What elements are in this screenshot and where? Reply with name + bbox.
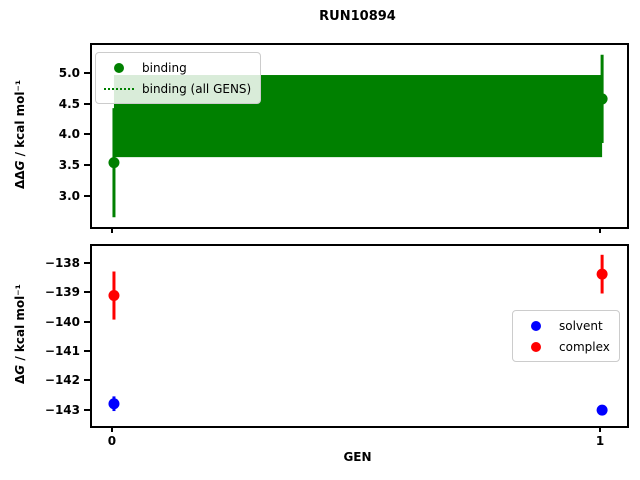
top-ylabel-units: / kcal mol⁻¹ (13, 79, 27, 161)
y-tick-mark (84, 350, 90, 352)
x-tick-mark (110, 227, 113, 233)
y-tick-label: −139 (44, 285, 80, 300)
y-tick-mark (84, 194, 90, 197)
y-tick-label: 4.5 (58, 96, 80, 111)
y-tick-label: −141 (44, 344, 80, 358)
legend-entry-complex: complex (519, 336, 610, 357)
data-point-solvent (108, 398, 120, 410)
y-tick-label: 3.5 (58, 157, 80, 172)
y-tick-mark (84, 262, 90, 265)
y-tick-label: −142 (44, 373, 80, 388)
binding-dot-icon (114, 62, 124, 73)
legend-label-complex: complex (559, 339, 610, 354)
y-tick-mark (84, 133, 90, 136)
legend-label-binding: binding (142, 60, 187, 75)
bottom-plot-canvas (108, 254, 608, 416)
legend-label-binding-all-gens: binding (all GENS) (142, 81, 252, 96)
data-point-binding (596, 93, 608, 105)
solvent-dot-icon (531, 320, 541, 331)
x-tick-mark (599, 227, 602, 233)
x-tick-mark (599, 426, 602, 432)
legend-handle (102, 62, 136, 73)
x-tick-label: 0 (107, 434, 117, 448)
top-legend: binding binding (all GENS) (95, 52, 262, 104)
y-tick-label: 3.0 (58, 188, 80, 203)
data-point-complex (108, 290, 120, 302)
x-tick-label: 1 (595, 434, 605, 448)
x-axis-label: GEN (343, 450, 372, 464)
bottom-y-axis-label: ΔG / kcal mol⁻¹ (10, 244, 30, 424)
y-tick-label: 5.0 (58, 66, 80, 81)
dotted-line-icon (104, 87, 134, 90)
y-tick-label: −143 (44, 402, 80, 417)
top-axes: binding binding (all GENS) (90, 43, 629, 229)
complex-dot-icon (531, 341, 541, 352)
legend-entry-binding: binding (102, 57, 251, 78)
chart-title: RUN10894 (319, 9, 396, 24)
legend-entry-binding-all-gens: binding (all GENS) (102, 78, 251, 99)
legend-handle (519, 320, 553, 331)
data-point-solvent (596, 404, 608, 416)
y-tick-label: 4.0 (58, 127, 80, 142)
y-tick-mark (84, 102, 90, 105)
data-point-binding (108, 157, 120, 169)
legend-entry-solvent: solvent (519, 315, 610, 336)
top-ylabel-prefix: ΔΔ (13, 169, 27, 189)
y-tick-mark (84, 163, 90, 166)
bottom-ylabel-symbol: G (13, 364, 27, 375)
y-tick-mark (84, 379, 90, 382)
bottom-legend: solvent complex (512, 310, 620, 362)
legend-handle (102, 87, 136, 90)
y-tick-label: −140 (44, 314, 80, 329)
y-tick-mark (84, 320, 90, 323)
x-tick-mark (110, 426, 113, 432)
y-tick-mark (84, 291, 90, 294)
y-tick-label: −138 (44, 256, 80, 271)
y-tick-mark (84, 408, 90, 411)
legend-label-solvent: solvent (559, 318, 603, 333)
legend-handle (519, 341, 553, 352)
bottom-axes: solvent complex (90, 244, 629, 428)
data-point-complex (596, 268, 608, 280)
y-tick-mark (84, 72, 90, 75)
